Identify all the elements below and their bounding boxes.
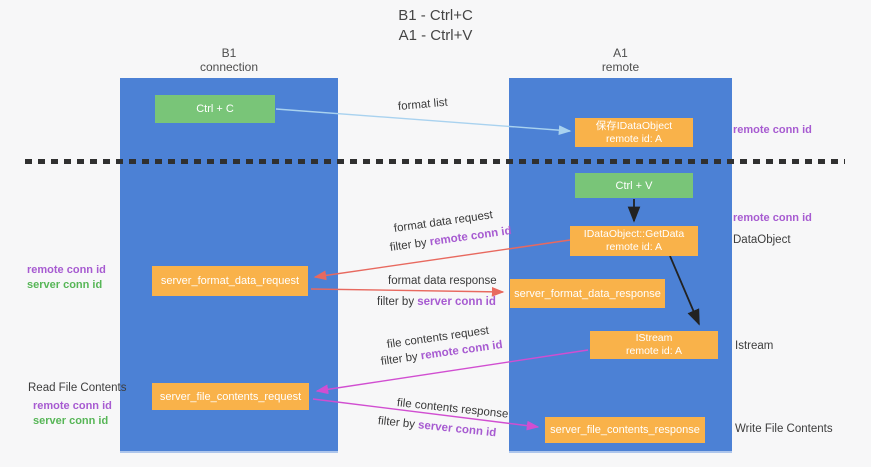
dashed-divider xyxy=(25,159,845,164)
node-getdata: IDataObject::GetData remote id: A xyxy=(570,226,698,256)
annotation-dataobject: DataObject xyxy=(733,234,791,246)
annotation-istream: Istream xyxy=(735,340,774,352)
lane-a1-name: A1 xyxy=(613,46,628,60)
node-istream-line1: IStream xyxy=(635,332,673,344)
node-save-dataobject-line1: 保存IDataObject xyxy=(595,119,673,132)
filter-prefix: filter by xyxy=(380,350,422,368)
title-line-2: A1 - Ctrl+V xyxy=(398,27,473,44)
lane-header-a1: A1 remote xyxy=(509,46,732,74)
node-getdata-line1: IDataObject::GetData xyxy=(583,228,685,240)
lane-b1-name: B1 xyxy=(221,46,237,60)
annotation-left-server-conn-id: server conn id xyxy=(27,279,103,291)
node-istream-line2: remote id: A xyxy=(625,345,683,357)
arrow-format-data-response xyxy=(310,286,505,297)
node-server-file-contents-request: server_file_contents_request xyxy=(152,383,309,410)
annotation-right-remote-conn-id-top: remote conn id xyxy=(733,124,812,136)
node-save-dataobject: 保存IDataObject remote id: A xyxy=(575,118,693,147)
annotation-right-remote-conn-id-mid: remote conn id xyxy=(733,212,812,224)
filter-key-server-conn-id: server conn id xyxy=(417,419,497,440)
filter-prefix: filter by xyxy=(377,415,419,432)
filter-prefix: filter by xyxy=(377,296,418,308)
node-server-file-contents-response: server_file_contents_response xyxy=(545,417,705,443)
node-save-dataobject-line2: remote id: A xyxy=(605,132,663,145)
filter-key-server-conn-id: server conn id xyxy=(417,296,496,308)
lane-a1-subtitle: remote xyxy=(601,60,640,74)
edge-label-format-data-response: format data response xyxy=(388,275,497,287)
annotation-left-server-conn-id-2: server conn id xyxy=(33,415,109,427)
annotation-left-remote-conn-id-2: remote conn id xyxy=(33,400,112,412)
filter-key-remote-conn-id: remote conn id xyxy=(429,224,513,249)
node-ctrl-v: Ctrl + V xyxy=(575,173,693,198)
edge-label-filter-server-1: filter by server conn id xyxy=(377,296,496,308)
node-server-format-data-response: server_format_data_response xyxy=(510,279,665,308)
annotation-left-remote-conn-id: remote conn id xyxy=(27,264,106,276)
edge-label-file-contents-response: file contents response xyxy=(396,397,509,421)
annotation-write-file-contents: Write File Contents xyxy=(735,423,833,435)
node-server-format-data-request: server_format_data_request xyxy=(152,266,308,296)
node-ctrl-c: Ctrl + C xyxy=(155,95,275,123)
node-istream: IStream remote id: A xyxy=(590,331,718,359)
title-line-1: B1 - Ctrl+C xyxy=(398,7,473,24)
annotation-read-file-contents: Read File Contents xyxy=(28,382,127,394)
lane-b1-subtitle: connection xyxy=(199,60,259,74)
filter-prefix: filter by xyxy=(389,236,431,254)
edge-label-format-list: format list xyxy=(397,96,449,113)
node-getdata-line2: remote id: A xyxy=(605,241,663,253)
lane-header-b1: B1 connection xyxy=(120,46,338,74)
page-title: B1 - Ctrl+C A1 - Ctrl+V xyxy=(0,6,871,46)
edge-label-filter-server-2: filter by server conn id xyxy=(377,415,496,439)
